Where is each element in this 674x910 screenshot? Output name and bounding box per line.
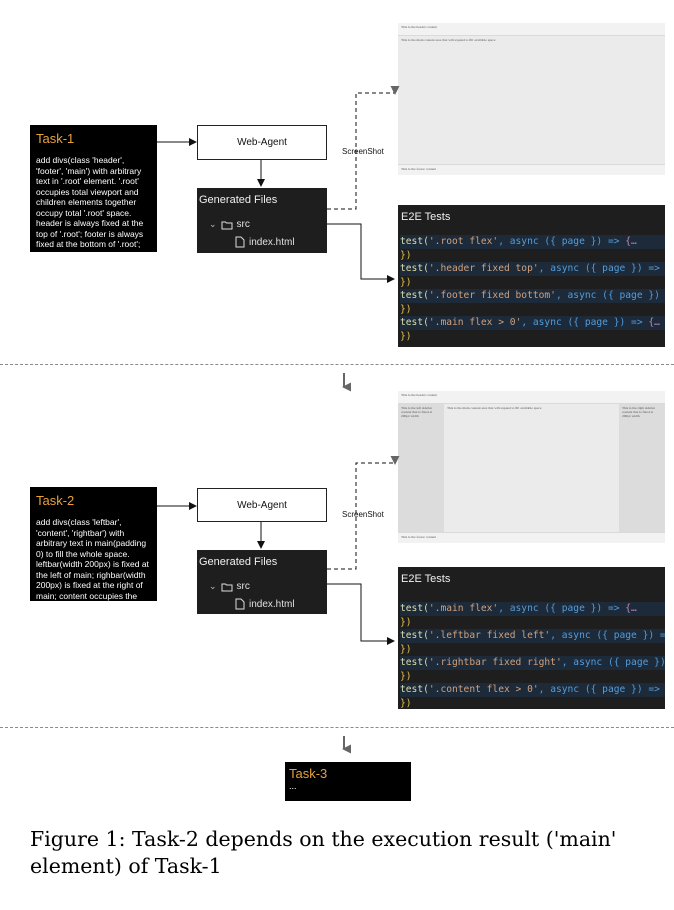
- web-agent-label-2: Web-Agent: [237, 499, 287, 511]
- test-line: test('.header fixed top', async ({ page …: [398, 262, 665, 289]
- preview-leftbar: This is the left sidebar content that is…: [398, 404, 444, 532]
- test-line: test('.rightbar fixed right', async ({ p…: [400, 656, 665, 682]
- chevron-down-icon: ⌄: [209, 581, 217, 591]
- file-label-1: index.html: [249, 236, 295, 248]
- screenshot-preview-1: This is the header content This is the m…: [398, 23, 665, 175]
- screenshot-label-2: ScreenShot: [342, 510, 384, 519]
- screenshot-label-1: ScreenShot: [342, 147, 384, 156]
- file-label-2: index.html: [249, 598, 295, 610]
- preview-content: This is the main content area that will …: [444, 404, 619, 532]
- e2e-tests-panel-2: E2E Tests test('.main flex', async ({ pa…: [398, 567, 665, 709]
- task-2-description: add divs(class 'leftbar', 'content', 'ri…: [36, 517, 149, 622]
- e2e-tests-title-1: E2E Tests: [401, 211, 451, 223]
- folder-row-src-1[interactable]: ⌄ src: [209, 219, 250, 230]
- web-agent-box-1: Web-Agent: [197, 125, 327, 160]
- e2e-tests-panel-1: E2E Tests test('.root flex', async ({ pa…: [398, 205, 665, 347]
- task-2-title: Task-2: [36, 493, 75, 508]
- folder-row-src-2[interactable]: ⌄ src: [209, 581, 250, 592]
- folder-icon: [221, 221, 233, 229]
- test-line: test('.main flex', async ({ page }) => {…: [398, 602, 665, 629]
- file-icon: [235, 236, 245, 248]
- separator-2: [0, 727, 674, 728]
- web-agent-box-2: Web-Agent: [197, 488, 327, 522]
- preview-main-1: This is the main content area that will …: [401, 38, 496, 42]
- preview-footer-1: This is the footer content: [398, 164, 665, 175]
- task-3-body: ...: [289, 781, 297, 791]
- generated-files-panel-2: Generated Files ⌄ src index.html: [197, 550, 327, 614]
- figure-caption: Figure 1: Task-2 depends on the executio…: [30, 827, 617, 878]
- task-3-box: Task-3 ...: [285, 762, 411, 801]
- preview-rightbar: This is the right sidebar content that i…: [619, 404, 665, 532]
- file-row-index-1[interactable]: index.html: [235, 236, 295, 248]
- task-3-title: Task-3: [289, 766, 328, 781]
- task-1-title: Task-1: [36, 131, 75, 146]
- test-line: test('.leftbar fixed left', async ({ pag…: [400, 629, 665, 655]
- generated-files-title-1: Generated Files: [199, 194, 278, 206]
- preview-main-2: This is the left sidebar content that is…: [398, 404, 665, 532]
- arrow-generated-to-tests-2: [327, 583, 395, 645]
- folder-icon: [221, 583, 233, 591]
- chevron-down-icon: ⌄: [209, 219, 217, 229]
- test-line: test('.content flex > 0', async ({ page …: [398, 683, 665, 710]
- separator-1: [0, 364, 674, 365]
- file-row-index-2[interactable]: index.html: [235, 598, 295, 610]
- preview-header-2: This is the header content: [398, 391, 665, 404]
- web-agent-label-1: Web-Agent: [237, 137, 287, 148]
- screenshot-preview-2: This is the header content This is the l…: [398, 391, 665, 543]
- task-2-box: Task-2 add divs(class 'leftbar', 'conten…: [30, 487, 157, 622]
- file-icon: [235, 598, 245, 610]
- task-1-description: add divs(class 'header', 'footer', 'main…: [36, 155, 145, 270]
- e2e-tests-title-2: E2E Tests: [401, 573, 451, 585]
- preview-header-1: This is the header content: [398, 23, 665, 36]
- folder-label-2: src: [236, 581, 250, 592]
- generated-files-title-2: Generated Files: [199, 556, 278, 568]
- preview-footer-2: This is the footer content: [398, 532, 665, 543]
- test-line: test('.main flex > 0', async ({ page }) …: [398, 316, 665, 343]
- generated-files-panel-1: Generated Files ⌄ src index.html: [197, 188, 327, 253]
- arrow-generated-to-tests-1: [327, 223, 395, 283]
- folder-label-1: src: [236, 219, 250, 230]
- task-1-box: Task-1 add divs(class 'header', 'footer'…: [30, 125, 157, 270]
- test-line: test('.footer fixed bottom', async ({ pa…: [398, 289, 665, 316]
- test-line: test('.root flex', async ({ page }) => {…: [398, 235, 665, 262]
